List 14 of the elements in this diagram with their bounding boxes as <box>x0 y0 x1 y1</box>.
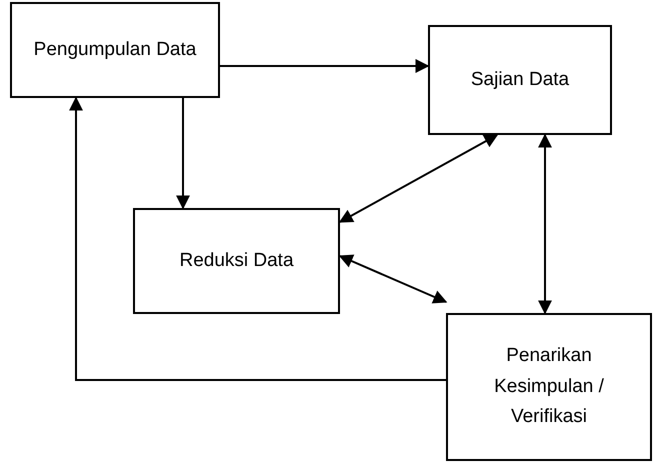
arrow <box>338 134 498 223</box>
box-label: Sajian Data <box>470 68 570 92</box>
process-box <box>133 208 340 314</box>
arrow <box>538 134 552 314</box>
arrow <box>338 254 448 304</box>
process-box <box>10 2 220 98</box>
arrow <box>176 98 190 210</box>
box-label: Reduksi Data <box>179 248 294 273</box>
process-box <box>446 313 652 461</box>
arrow <box>69 96 446 381</box>
box-label: Pengumpulan Data <box>34 38 196 62</box>
arrow <box>220 59 430 73</box>
process-box <box>428 25 612 135</box>
box-label: Penarikan Kesimpulan / Verifikasi <box>493 344 605 430</box>
